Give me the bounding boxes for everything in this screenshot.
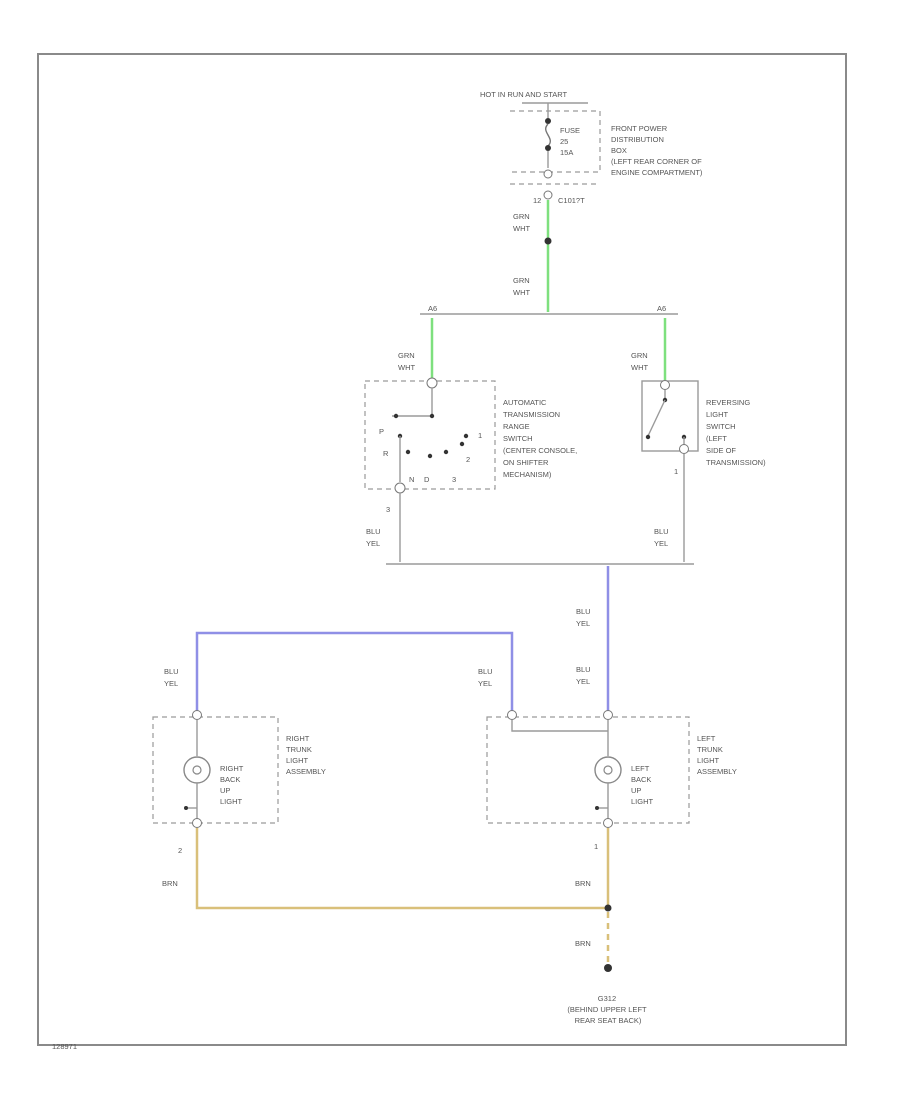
range-position-d: D	[424, 475, 430, 484]
range-position-1: 1	[478, 431, 482, 440]
reversing-switch-output-pin	[679, 444, 689, 454]
range-switch-output-pin	[394, 482, 406, 494]
left-backup-bulb	[594, 756, 622, 784]
right-ground-pin-label: 2	[178, 846, 182, 855]
right-backup-bulb-label: RIGHT BACK UP LIGHT	[220, 764, 245, 806]
wire-color-label: BLU YEL	[164, 667, 181, 688]
diagram-frame	[37, 53, 847, 1046]
range-switch-contact	[459, 441, 465, 447]
connector-c101-pin: 12	[533, 196, 541, 205]
range-position-r: R	[383, 449, 389, 458]
right-backup-bulb	[183, 756, 211, 784]
wire-color-label: BRN	[575, 939, 591, 948]
reversing-switch-blade	[647, 399, 666, 437]
range-switch-contact	[443, 449, 449, 455]
left-trunk-light-box	[486, 716, 690, 824]
range-position-2: 2	[466, 455, 470, 464]
range-switch-input-pin	[426, 377, 438, 389]
wire-color-label: GRN WHT	[513, 212, 532, 233]
right-trunk-light-label: RIGHT TRUNK LIGHT ASSEMBLY	[286, 734, 326, 776]
wire-color-label: BLU YEL	[576, 607, 593, 628]
range-switch-output-pin-label: 3	[386, 505, 390, 514]
figure-id: 128971	[52, 1042, 77, 1051]
splice-node	[544, 237, 552, 245]
reversing-switch-label: REVERSING LIGHT SWITCH (LEFT SIDE OF TRA…	[706, 398, 766, 467]
range-position-n: N	[409, 475, 414, 484]
reversing-switch-box	[641, 380, 699, 452]
wire-color-label: GRN WHT	[513, 276, 532, 297]
range-position-3: 3	[452, 475, 456, 484]
range-switch-contact	[405, 449, 411, 455]
wire-color-label: BRN	[162, 879, 178, 888]
range-switch-contact	[463, 433, 469, 439]
connector-c101	[510, 169, 600, 200]
right-trunk-light-box	[152, 716, 279, 824]
wire-color-label: BRN	[575, 879, 591, 888]
ground-label: G312 (BEHIND UPPER LEFT REAR SEAT BACK)	[567, 994, 648, 1025]
fuse-symbol	[545, 118, 551, 168]
wire-color-label: BLU YEL	[478, 667, 495, 688]
power-source-label: HOT IN RUN AND START	[480, 90, 568, 99]
left-trunk-light-label: LEFT TRUNK LIGHT ASSEMBLY	[697, 734, 737, 776]
wire-color-label: BLU YEL	[576, 665, 593, 686]
ground-point-g312	[604, 964, 612, 972]
wire-color-label: GRN WHT	[631, 351, 650, 372]
wire-color-label: BLU YEL	[366, 527, 383, 548]
left-backup-bulb-label: LEFT BACK UP LIGHT	[631, 764, 654, 806]
range-switch-label: AUTOMATIC TRANSMISSION RANGE SWITCH (CEN…	[503, 398, 579, 479]
fuse-box-label: FRONT POWER DISTRIBUTION BOX (LEFT REAR …	[611, 124, 704, 177]
fuse-label: FUSE 25 15A	[560, 126, 582, 157]
branch-pin-right: A6	[657, 304, 666, 313]
wire-color-label: GRN WHT	[398, 351, 417, 372]
fuse-box-outline	[510, 110, 601, 173]
wire-brn-right-ground	[195, 828, 608, 910]
connector-c101-name: C101?T	[558, 196, 585, 205]
range-switch-box	[364, 380, 496, 490]
branch-pin-left: A6	[428, 304, 437, 313]
wire-blu-yel-right-lamp	[195, 631, 514, 712]
wire-color-label: BLU YEL	[654, 527, 671, 548]
range-switch-contact	[427, 453, 433, 459]
range-position-p: P	[379, 427, 384, 436]
left-ground-pin-label: 1	[594, 842, 598, 851]
ground-splice-node	[604, 904, 612, 912]
reversing-switch-output-pin-label: 1	[674, 467, 678, 476]
